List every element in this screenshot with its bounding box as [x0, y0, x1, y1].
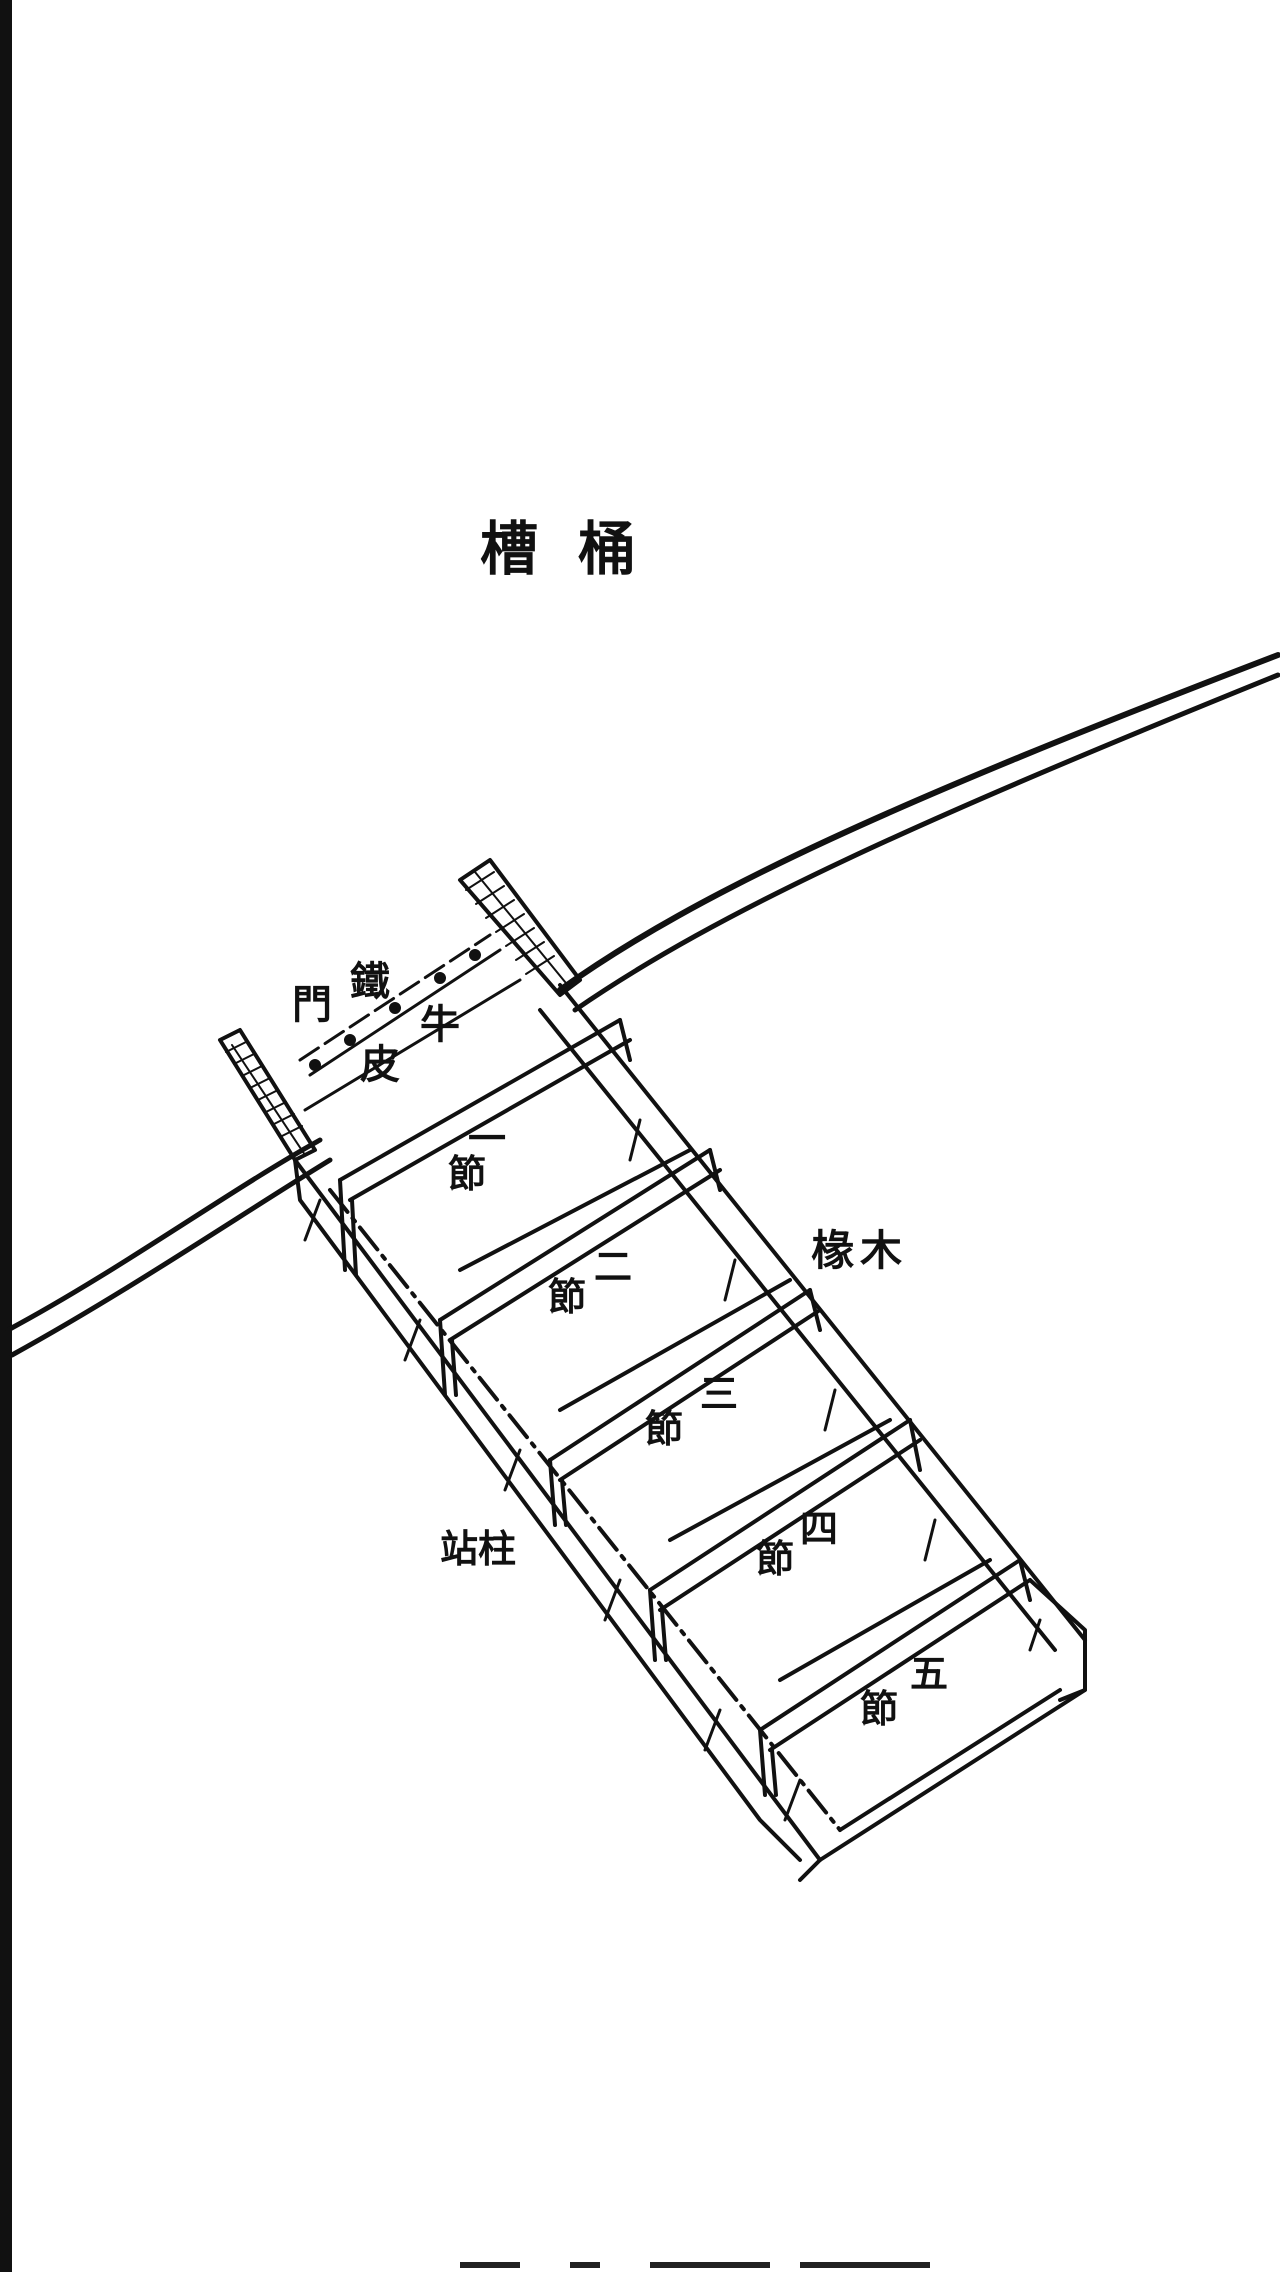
- section-4-num: 四: [800, 1506, 839, 1551]
- label-hide: 皮: [360, 1041, 400, 1088]
- section-3-unit: 節: [645, 1406, 684, 1451]
- label-ox: 牛: [420, 1001, 460, 1048]
- bank-line: [5, 652, 1280, 1358]
- section-2-unit: 節: [548, 1274, 587, 1319]
- trough-frame: [293, 983, 1087, 1882]
- label-iron: 鐵: [350, 958, 390, 1005]
- ox-hide-panel: [303, 978, 522, 1112]
- section-1-num: 一: [468, 1116, 507, 1161]
- posts: [338, 1018, 1032, 1797]
- label-gate: 門: [292, 981, 332, 1028]
- gate-post-left: [218, 1028, 317, 1162]
- section-1-unit: 節: [448, 1151, 487, 1196]
- label-support-post: 站柱: [440, 1526, 517, 1571]
- face-shading: [303, 1118, 1042, 1822]
- cross-bars: [338, 1018, 1032, 1752]
- section-2-num: 二: [594, 1244, 633, 1289]
- section-3-num: 三: [700, 1371, 739, 1416]
- scan-edge: [0, 0, 12, 2272]
- label-rafter: 椽: [812, 1226, 855, 1275]
- section-5-num: 五: [910, 1651, 949, 1696]
- label-wood: 木: [860, 1226, 903, 1275]
- gate-post-right: [458, 858, 582, 997]
- section-5-unit: 節: [860, 1686, 899, 1731]
- diagram-title: 槽桶: [480, 515, 677, 583]
- trough-end: [1028, 1578, 1087, 1702]
- bottom-edge-marks: [460, 2262, 940, 2272]
- section-4-unit: 節: [756, 1536, 795, 1581]
- iron-gate: [298, 933, 502, 1077]
